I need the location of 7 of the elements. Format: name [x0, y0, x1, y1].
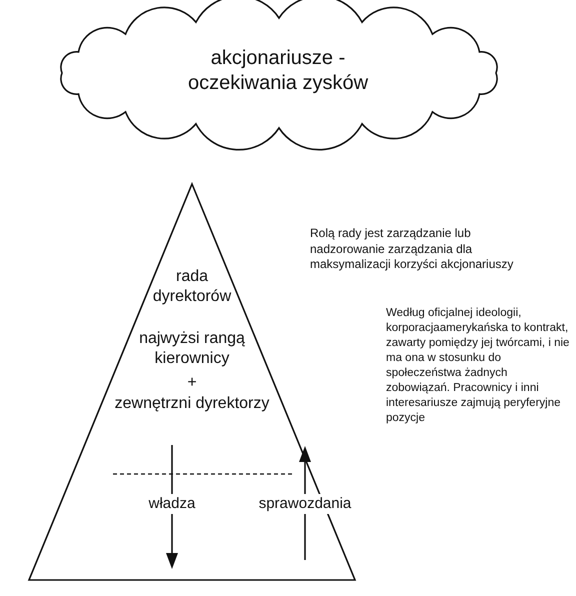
node-text: zewnętrzni dyrektorzy — [114, 394, 270, 414]
note-text: Według oficjalnej ideologii, korporacjaamerykańska to kontrakt, zawarty pomiędzy jej twórcami, i nie ma ona w stosunku do społeczeństwa żadnych zobowiązań. Pracownicy i inni interesariusze zajmują peryferyjne pozycje — [386, 306, 570, 426]
note-text: Rolą rady jest zarządzanie lub nadzorowanie zarządzania dla maksymalizacji korzyści akcjonariuszy — [310, 226, 514, 273]
node-text: + — [186, 373, 198, 393]
node-text: akcjonariusze - oczekiwania zysków — [186, 46, 370, 96]
node-text: rada dyrektorów — [152, 267, 232, 307]
node-text: najwyżsi rangą kierownicy — [138, 329, 246, 369]
